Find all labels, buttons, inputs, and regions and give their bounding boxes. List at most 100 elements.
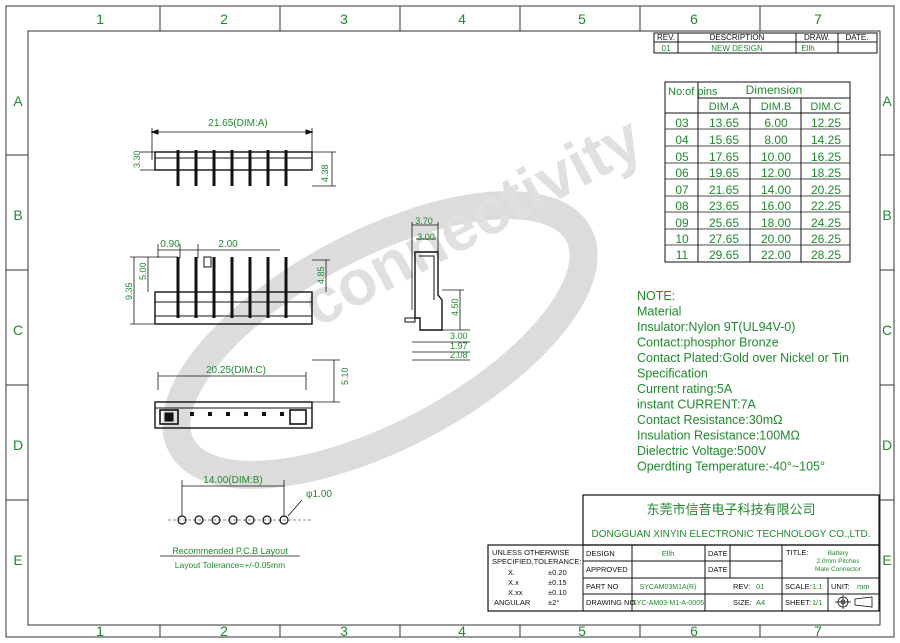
right-letter: C: [882, 322, 892, 338]
dim-table-cell: 03: [675, 116, 689, 130]
date2-label: DATE: [708, 565, 727, 574]
note-line: Operdting Temperature:-40°~105°: [637, 460, 825, 474]
dimension-table: No:of pins Dimension DIM.A DIM.B DIM.C 0…: [664, 81, 851, 263]
note-line: Contact:phosphor Bronze: [637, 336, 779, 350]
dim-front-h2: 9.35: [124, 282, 134, 300]
note-line: Insulator:Nylon 9T(UL94V-0): [637, 320, 795, 334]
watermark-text: connectivity: [290, 101, 654, 340]
bottom-num: 3: [340, 623, 348, 639]
size-label: SIZE:: [733, 598, 752, 607]
note-line: Insulation Resistance:100MΩ: [637, 429, 800, 443]
scale-label: SCALE:: [785, 582, 812, 591]
note-line: Contact Plated:Gold over Nickel or Tin: [637, 351, 849, 365]
scale-value: 1:1: [812, 582, 822, 591]
revision-table: REV. DESCRIPTION DRAW. DATE. 01 NEW DESI…: [653, 32, 878, 54]
top-num: 2: [220, 11, 228, 27]
pins-header: No:of pins: [668, 86, 718, 98]
part-value: SYCAM03M1A(R): [640, 584, 697, 591]
dim-front-h3: 4.85: [316, 266, 326, 284]
dim-table-cell: 21.65: [709, 183, 739, 197]
dim-side-w1: 3.70: [415, 216, 433, 226]
dim-side-w2: 3.00: [417, 232, 435, 242]
frame-labels: 1 2 3 4 5 6 7 1 2 3 4 5 6 7 A B C D E A …: [13, 11, 892, 639]
dim-table-cell: 25.65: [709, 216, 739, 230]
dim-table-cell: 15.65: [709, 133, 739, 147]
dim-table-cell: 8.00: [764, 133, 788, 147]
title-line1: Battery: [828, 550, 849, 557]
left-letter: B: [13, 207, 22, 223]
rev-header: DESCRIPTION: [710, 33, 765, 42]
sheet-value: 1/1: [812, 598, 822, 607]
bottom-num: 1: [96, 623, 104, 639]
top-num: 3: [340, 11, 348, 27]
dim-table-cell: 07: [675, 183, 689, 197]
dim-table-cell: 26.25: [811, 232, 841, 246]
dim-table-cell: 24.25: [811, 216, 841, 230]
tol-r2: X.x: [508, 578, 519, 587]
dim-table-cell: 12.00: [761, 166, 791, 180]
dim-table-cell: 29.65: [709, 248, 739, 262]
inner-frame: [27, 30, 881, 626]
tol-v1: ±0.20: [548, 568, 567, 577]
rev-label: REV:: [733, 582, 750, 591]
left-letter: C: [13, 322, 23, 338]
dim-pcb-hole: φ1.00: [306, 489, 332, 500]
top-num: 4: [458, 11, 466, 27]
unit-label: UNIT:: [831, 582, 850, 591]
dim-table-cell: 22.25: [811, 199, 841, 213]
left-letter: D: [13, 437, 23, 453]
dim-front-pitch2: 2.00: [218, 239, 238, 250]
tol-r3: X.xx: [508, 588, 523, 597]
company-en: DONGGUAN XINYIN ELECTRONIC TECHNOLOGY CO…: [592, 529, 871, 540]
dim-table-cell: 16.00: [761, 199, 791, 213]
outer-frame: [5, 5, 895, 638]
dim-table-cell: 6.00: [764, 116, 788, 130]
side-view: [404, 222, 470, 361]
frame-ticks: [6, 6, 894, 637]
tol-v4: ±2°: [548, 598, 559, 607]
dim-table-cell: 16.25: [811, 150, 841, 164]
title-block: [487, 494, 880, 612]
left-letter: A: [13, 93, 23, 109]
tol-r1: X.: [508, 568, 515, 577]
note-line: Material: [637, 305, 681, 319]
company-cn: 东莞市信音电子科技有限公司: [646, 502, 815, 517]
unit-value: mm: [857, 582, 870, 591]
size-value: A4: [756, 598, 765, 607]
title-line3: Male Connector: [815, 566, 862, 573]
dim-side-h4: 2.08: [450, 350, 468, 360]
tol-v3: ±0.10: [548, 588, 567, 597]
dim-side-h1: 4.50: [450, 298, 460, 316]
projection-symbol-icon: [835, 595, 873, 609]
pcb-layout: [160, 480, 312, 557]
dim-side-h3: 1.97: [450, 341, 468, 351]
tol-title1: UNLESS OTHERWISE: [492, 548, 569, 557]
dim-side-h2: 3.00: [450, 331, 468, 341]
dim-table-cell: 10.00: [761, 150, 791, 164]
rev-cell: NEW DESIGN: [711, 44, 763, 53]
bottom-num: 7: [814, 623, 822, 639]
bottom-num: 2: [220, 623, 228, 639]
top-num: 6: [690, 11, 698, 27]
dim-table-cell: 22.00: [761, 248, 791, 262]
top-num: 5: [578, 11, 586, 27]
note-line: Contact Resistance:30mΩ: [637, 413, 783, 427]
left-letter: E: [13, 552, 22, 568]
top-num: 1: [96, 11, 104, 27]
top-num: 7: [814, 11, 822, 27]
dim-table-cell: 09: [675, 216, 689, 230]
dim-front-pitch1: 0.90: [160, 239, 180, 250]
title-line2: 2.0mm Pitches: [817, 558, 861, 565]
sheet-label: SHEET:: [785, 598, 811, 607]
dim-table-cell: 08: [675, 199, 689, 213]
dim-table-cell: 28.25: [811, 248, 841, 262]
right-letter: A: [882, 93, 892, 109]
rev-header: REV.: [657, 33, 675, 42]
part-label: PART NO: [586, 582, 619, 591]
tol-v2: ±0.15: [548, 578, 567, 587]
right-letter: E: [882, 552, 891, 568]
dim-table-cell: 05: [675, 150, 689, 164]
dim-bottom-h: 5.10: [340, 367, 350, 385]
dim-table-cell: 14.25: [811, 133, 841, 147]
